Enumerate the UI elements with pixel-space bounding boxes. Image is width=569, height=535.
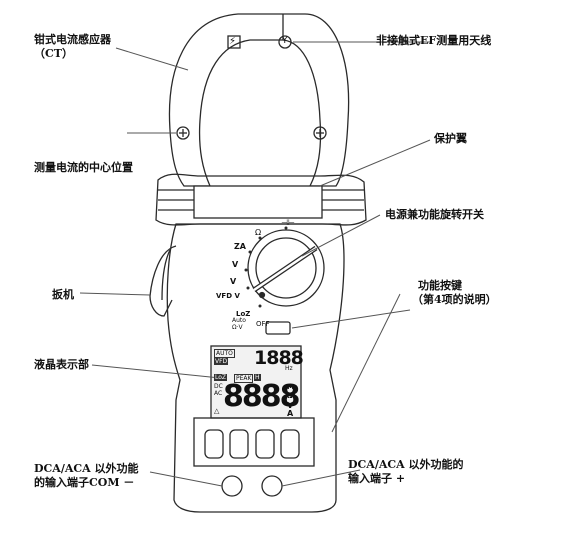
dial-vfd-v: VFD V (216, 292, 240, 300)
function-button-note: （第4项的说明） (412, 293, 497, 306)
antenna-mark (278, 35, 292, 49)
key-3 (255, 429, 275, 459)
lcd-unit-m: M (287, 383, 294, 391)
dial-auto-ohm-v: Auto Ω·V (232, 317, 246, 331)
trigger-label: 扳机 (52, 288, 74, 301)
lcd-ac: AC (214, 390, 223, 397)
center-mark-left (176, 126, 190, 140)
clamp-sensor-ct-label: （CT） (34, 47, 73, 60)
power-dial (247, 229, 325, 307)
lcd-vfd: VFD (214, 358, 229, 365)
function-button (265, 321, 291, 335)
ef-antenna-label: 非接触式EF测量用天线 (376, 34, 492, 47)
lcd-unit-kohm: kΩ (285, 392, 296, 400)
com-terminal (221, 475, 243, 497)
clamp-jaw-right (282, 13, 350, 187)
center-mark-right (313, 126, 327, 140)
function-button-label: 功能按键 (418, 279, 462, 292)
lcd-dc: DC (214, 383, 223, 390)
power-dial-label: 电源兼功能旋转开关 (385, 208, 484, 221)
lcd-main-digits: 8888 (223, 379, 300, 414)
flash-icon: ⚡ (229, 36, 237, 47)
clamp-sensor-label: 钳式电流感应器 (34, 33, 111, 46)
lcd-delta: △ (214, 407, 220, 415)
lcd-auto: AUTO (214, 349, 235, 358)
lcd-loz: LoZ (214, 374, 228, 381)
guard-label: 保护翼 (434, 132, 467, 145)
guard-wing (155, 173, 367, 226)
plus-terminal (261, 475, 283, 497)
trigger (149, 245, 177, 317)
key-2 (229, 429, 249, 459)
lcd-unit-v: V (287, 401, 294, 410)
lcd-label: 液晶表示部 (34, 358, 89, 371)
dial-mv: V (232, 260, 239, 269)
dial-capacitance: ⊣⊢ (281, 218, 295, 227)
clamp-jaw-left (168, 13, 283, 187)
meter-body (166, 223, 345, 513)
lcd-unit-a: A (287, 409, 294, 418)
dial-loz: LoZ (236, 310, 251, 318)
dial-off: OFF (256, 320, 270, 328)
plus-terminal-label-2: 输入端子 + (348, 472, 406, 485)
lcd-hz: Hz (285, 365, 293, 372)
com-terminal-label-2: 的输入端子COM － (34, 476, 135, 489)
key-1 (204, 429, 224, 459)
dial-ohm: Ω (255, 228, 262, 237)
center-position-label: 测量电流的中心位置 (34, 161, 133, 174)
dial-za: ZA (234, 242, 246, 251)
lcd-peak: PEAK (234, 374, 254, 383)
lcd-hold: H (254, 374, 261, 381)
plus-terminal-label-1: DCA/ACA 以外功能的 (348, 458, 464, 471)
antenna-icon: Y (282, 36, 288, 46)
com-terminal-label-1: DCA/ACA 以外功能 (34, 462, 139, 475)
dial-hz-v: V (230, 277, 237, 286)
key-4 (280, 429, 300, 459)
lcd-sub-digits: 1888 (254, 347, 304, 369)
